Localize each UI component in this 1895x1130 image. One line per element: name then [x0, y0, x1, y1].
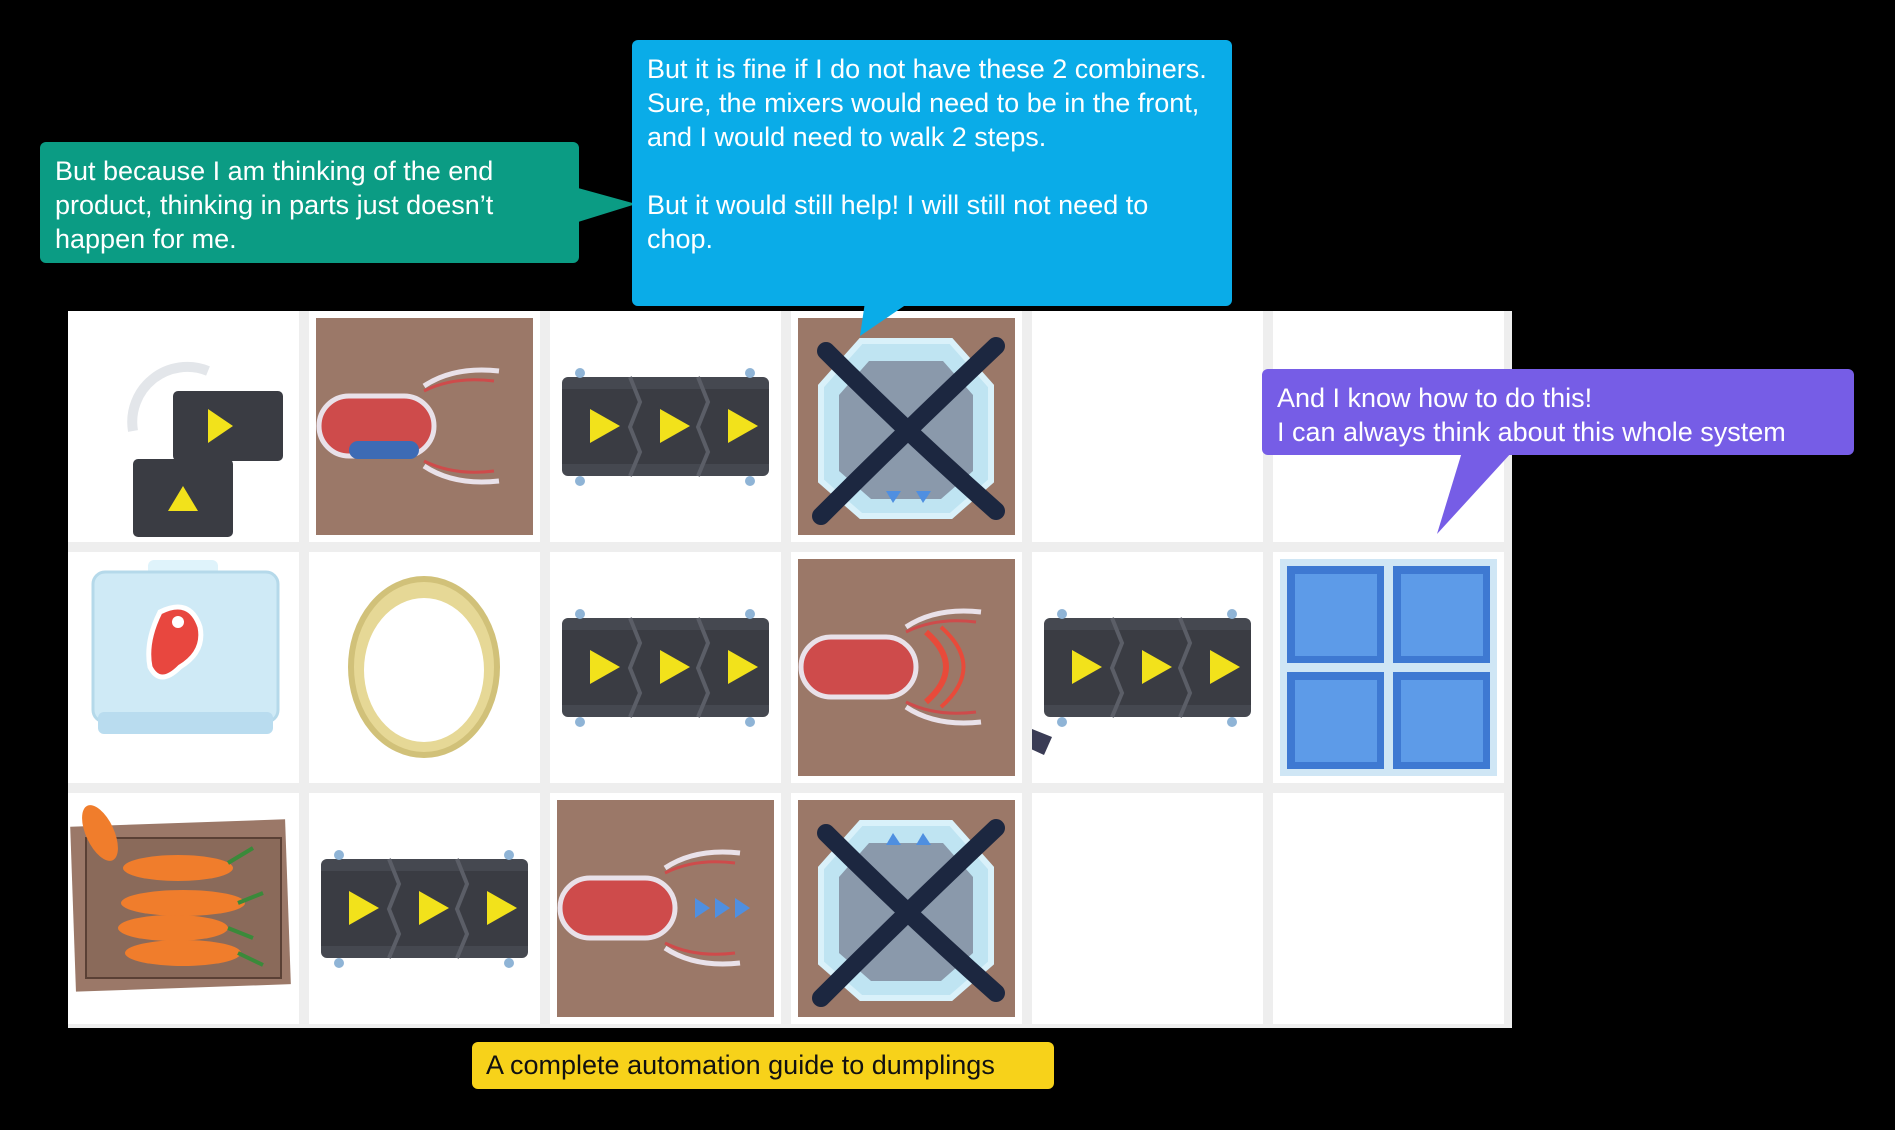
purple-annotation-line-2: I can always think about this whole syst… [1277, 417, 1786, 447]
purple-bubble-tail [1437, 452, 1512, 534]
green-bubble-tail [578, 188, 636, 222]
conveyor-merge-icon [127, 362, 283, 537]
caption-label: A complete automation guide to dumplings [472, 1042, 1054, 1089]
meat-dispenser-tile[interactable] [68, 552, 299, 783]
green-annotation: But because I am thinking of the end pro… [40, 142, 579, 263]
conveyor-tile[interactable] [550, 311, 781, 542]
mixer-tile-crossed[interactable] [791, 793, 1022, 1024]
blue-annotation: But it is fine if I do not have these 2 … [632, 40, 1232, 306]
combiner-icon [791, 552, 1022, 783]
chopper-icon [550, 793, 781, 1024]
empty-tile[interactable] [1273, 793, 1504, 1024]
chopper-icon [309, 311, 540, 542]
green-annotation-text: But because I am thinking of the end pro… [55, 156, 494, 254]
chopper-tile[interactable] [550, 793, 781, 1024]
conveyor-icon [560, 366, 771, 488]
purple-annotation: And I know how to do this! I can always … [1262, 369, 1854, 455]
meat-dispenser-icon [91, 560, 280, 734]
conveyor-tile[interactable] [1032, 552, 1263, 783]
dough-bowl-icon [348, 576, 500, 758]
blue-annotation-text-2: But it would still help! I will still no… [647, 190, 1149, 254]
empty-tile[interactable] [1032, 311, 1263, 542]
blue-annotation-text-1: But it is fine if I do not have these 2 … [647, 54, 1207, 152]
conveyor-icon [319, 848, 530, 970]
chopper-tile[interactable] [309, 311, 540, 542]
conveyor-icon [560, 607, 771, 729]
mixer-tile-crossed[interactable] [791, 311, 1022, 542]
blue-bubble-tail [860, 302, 910, 336]
storage-grid-icon [1280, 559, 1497, 776]
carrot-crate-icon [70, 805, 291, 992]
conveyor-merge-tile[interactable] [68, 311, 299, 542]
mixer-crossed-icon [791, 311, 1022, 542]
conveyor-icon [1032, 607, 1253, 755]
mixer-crossed-icon [791, 793, 1022, 1024]
storage-grid-tile[interactable] [1273, 552, 1504, 783]
empty-tile[interactable] [1032, 793, 1263, 1024]
conveyor-tile[interactable] [550, 552, 781, 783]
combiner-tile[interactable] [791, 552, 1022, 783]
dough-bowl-tile[interactable] [309, 552, 540, 783]
conveyor-tile[interactable] [309, 793, 540, 1024]
carrot-crate-tile[interactable] [68, 793, 299, 1024]
purple-annotation-line-1: And I know how to do this! [1277, 383, 1593, 413]
